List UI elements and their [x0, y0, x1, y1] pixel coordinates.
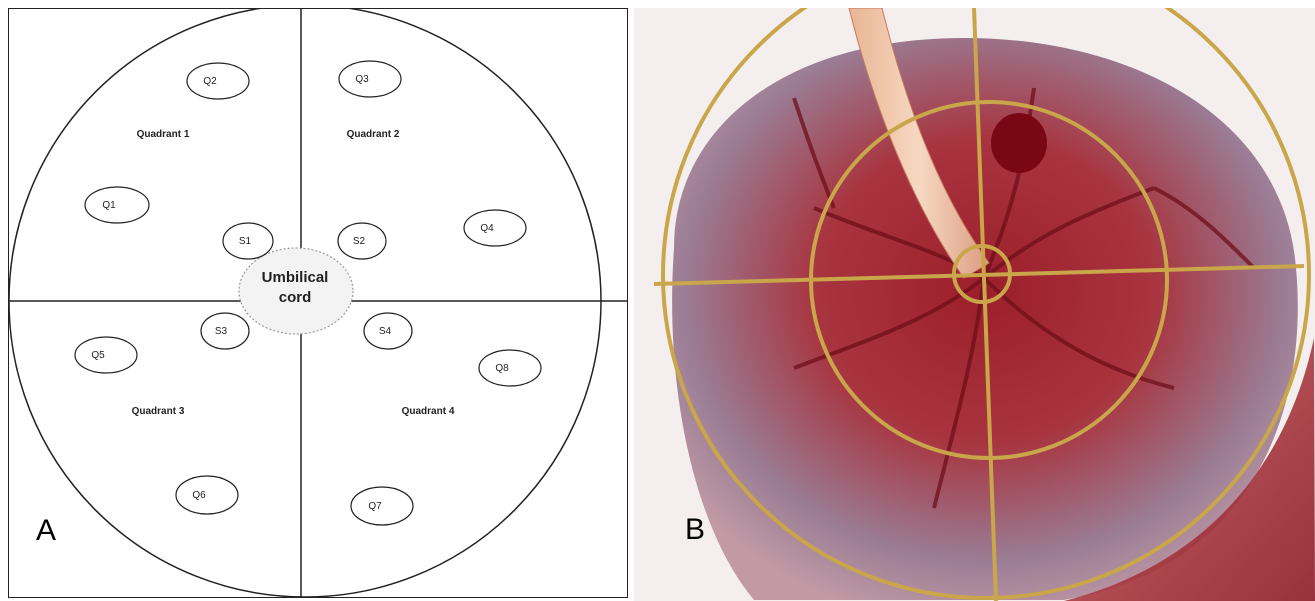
sample-site-q1 [85, 187, 149, 223]
panel-a-label: A [36, 514, 56, 548]
sample-site-q6 [176, 476, 238, 514]
quadrant-1-label: Quadrant 1 [137, 129, 190, 140]
blood-clot [991, 113, 1047, 173]
placenta-photo [634, 8, 1315, 601]
sample-label-q3: Q3 [355, 74, 369, 85]
sample-label-q1: Q1 [102, 200, 116, 211]
sample-label-q7: Q7 [368, 501, 382, 512]
sample-site-q5 [75, 337, 137, 373]
sample-site-q7 [351, 487, 413, 525]
sample-site-q3 [339, 61, 401, 97]
diagram-panel: Umbilical cord Quadrant 1 Quadrant 2 Qua… [8, 8, 628, 598]
quadrant-2-label: Quadrant 2 [347, 129, 400, 140]
sample-label-q8: Q8 [495, 363, 509, 374]
sample-site-q4 [464, 210, 526, 246]
sample-site-q8 [479, 350, 541, 386]
quadrant-3-label: Quadrant 3 [132, 406, 185, 417]
sample-label-q6: Q6 [192, 490, 206, 501]
sample-label-s3: S3 [215, 326, 228, 337]
quadrant-4-label: Quadrant 4 [402, 406, 455, 417]
panel-b-label: B [685, 513, 705, 547]
sample-site-q2 [187, 63, 249, 99]
umbilical-cord-label: Umbilical [262, 269, 329, 286]
umbilical-cord-label: cord [279, 289, 312, 306]
sample-label-q5: Q5 [91, 350, 105, 361]
placenta-photo-panel: B [634, 8, 1315, 601]
sample-label-q2: Q2 [203, 76, 217, 87]
sample-label-s4: S4 [379, 326, 392, 337]
sample-label-s2: S2 [353, 236, 366, 247]
placenta-sampling-diagram: Umbilical cord Quadrant 1 Quadrant 2 Qua… [9, 9, 628, 598]
sample-label-q4: Q4 [480, 223, 494, 234]
sample-label-s1: S1 [239, 236, 252, 247]
